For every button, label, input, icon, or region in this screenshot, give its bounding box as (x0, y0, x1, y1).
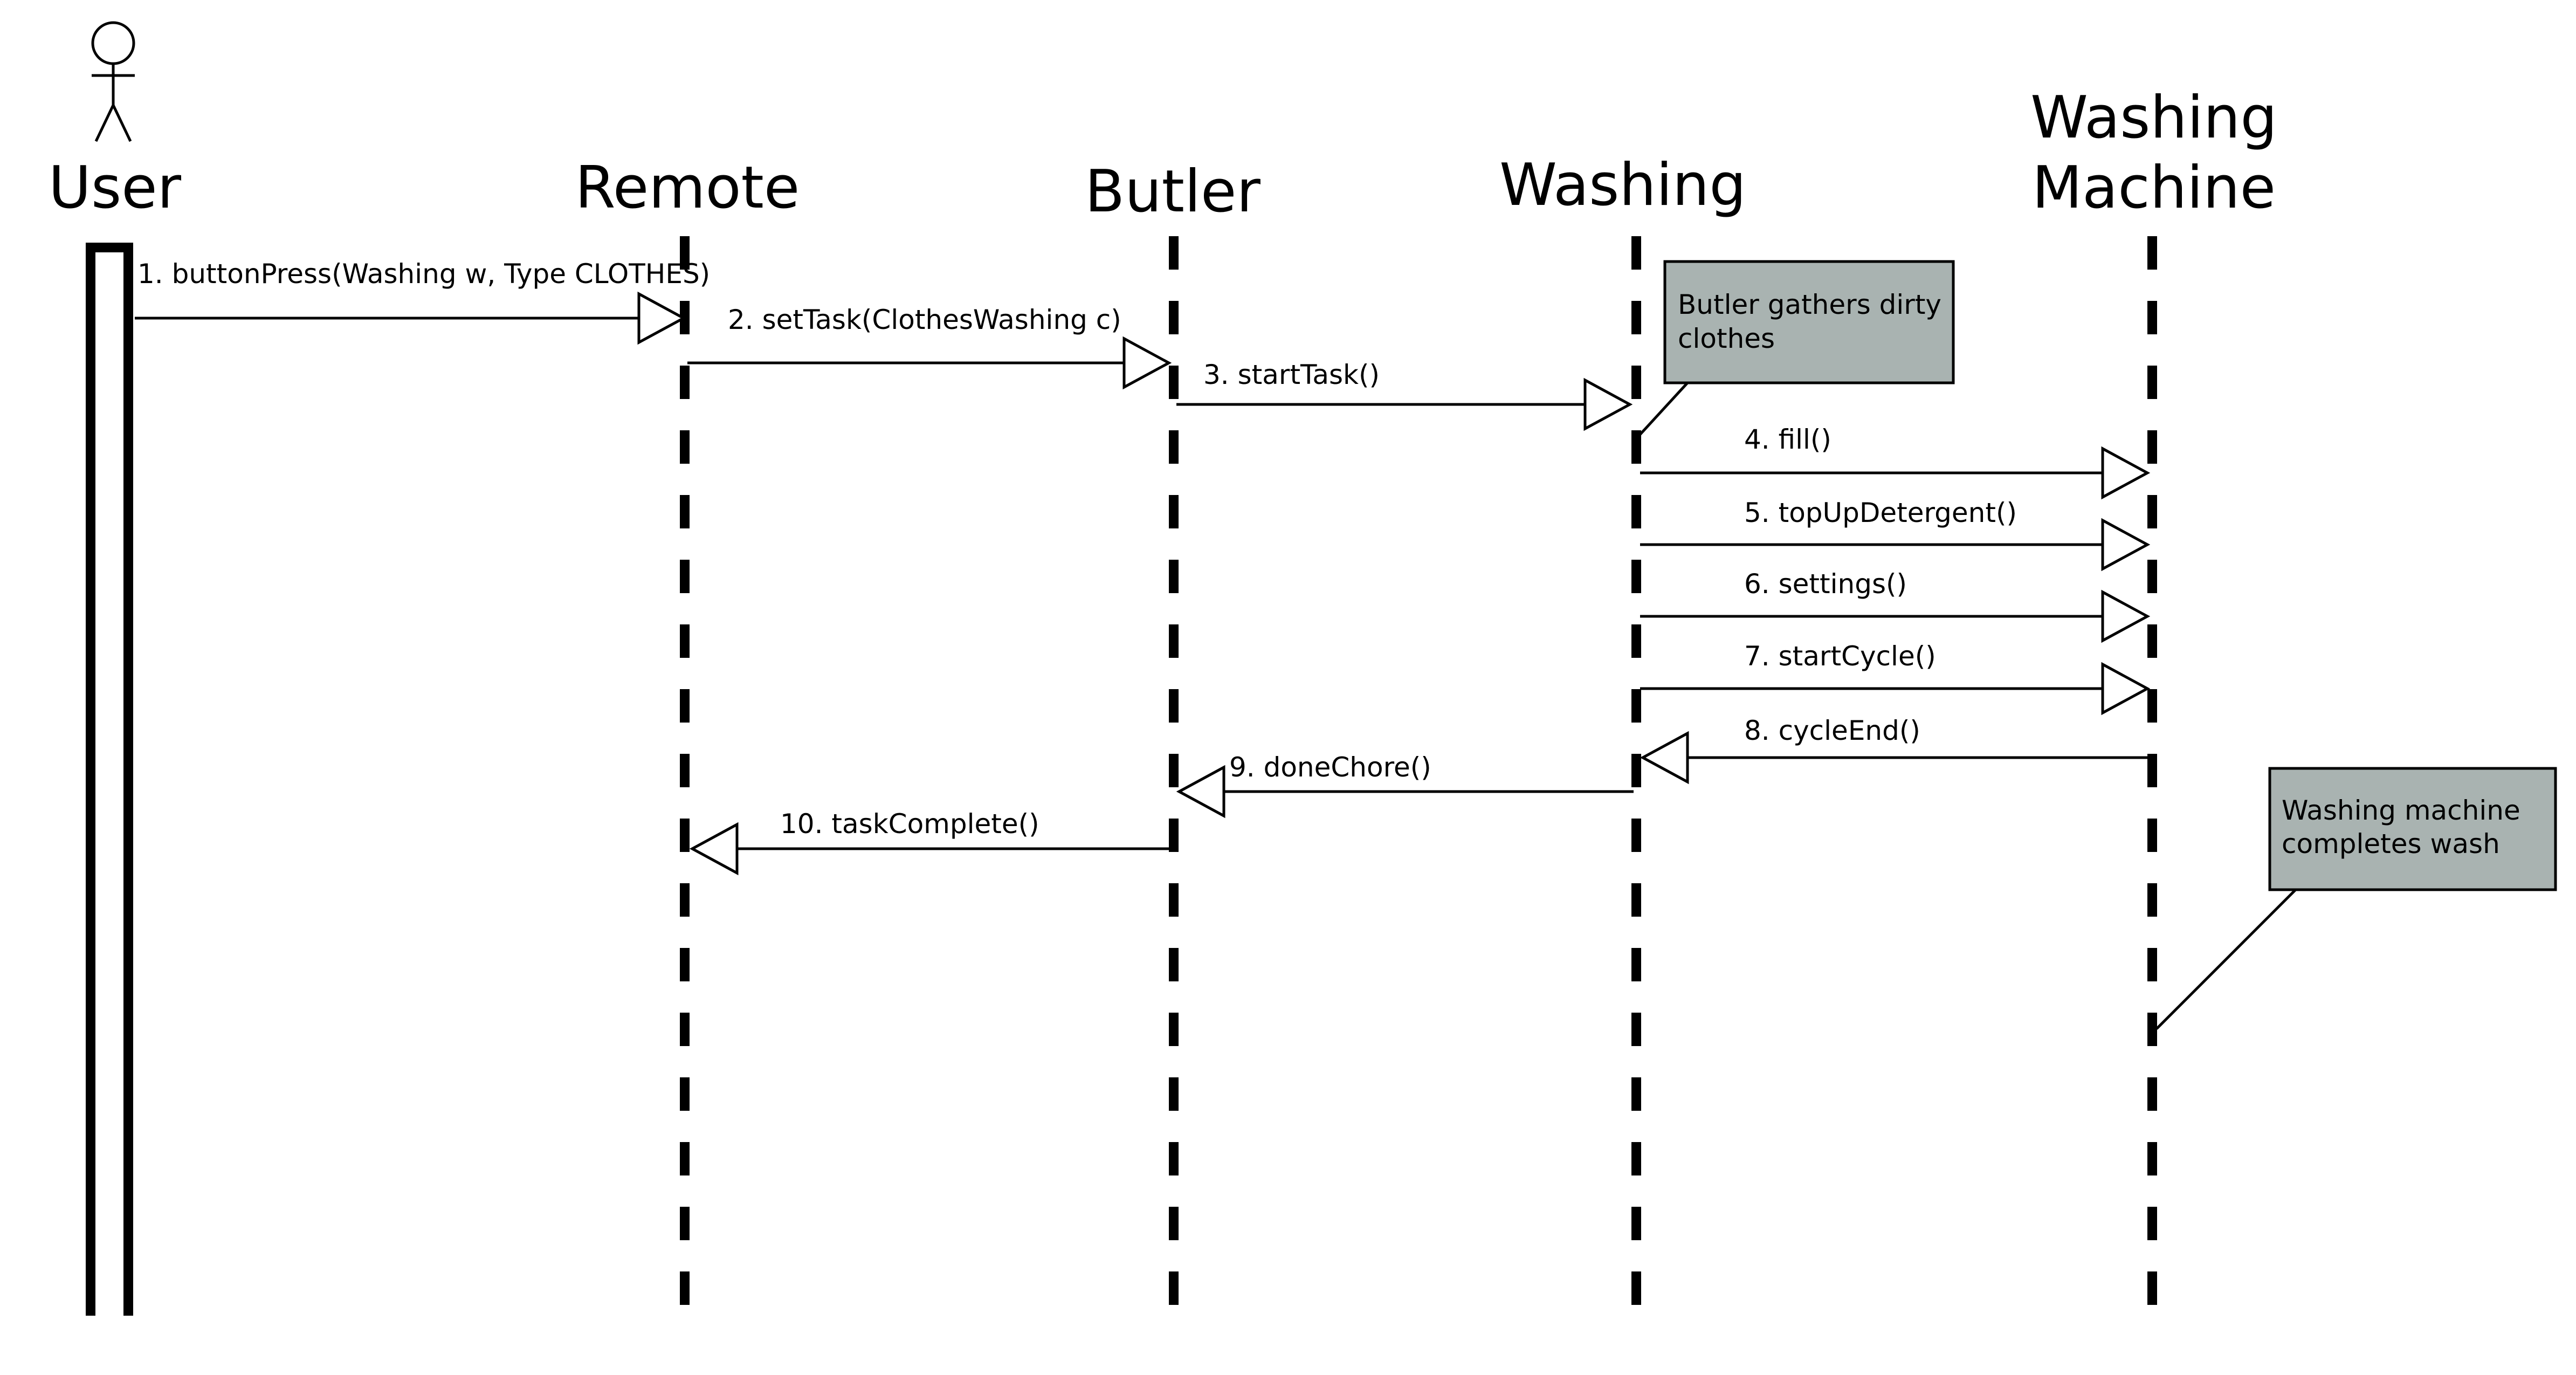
participant-washing-machine-line1: Washing (2030, 84, 2277, 152)
participant-washing: Washing (1499, 152, 1746, 219)
message-5 (1640, 518, 2151, 572)
message-7 (1640, 662, 2151, 716)
message-2 (687, 336, 1172, 390)
note-butler-gathers-line1: Butler gathers dirty (1678, 289, 1941, 320)
note-machine-completes: Washing machine completes wash (2155, 767, 2557, 1030)
note-butler-gathers-line2: clothes (1678, 323, 1775, 354)
participant-butler: Butler (1085, 158, 1261, 225)
message-1 (135, 291, 687, 345)
message-4 (1640, 446, 2151, 500)
user-actor-icon (91, 21, 135, 142)
message-2-label: 2. setTask(ClothesWashing c) (728, 304, 1121, 335)
note-machine-completes-line2: completes wash (2282, 828, 2500, 860)
message-4-label: 4. fill() (1744, 424, 1831, 455)
message-3 (1176, 377, 1633, 431)
message-8 (1640, 731, 2148, 785)
message-3-label: 3. startTask() (1203, 359, 1380, 390)
note-machine-completes-line1: Washing machine (2282, 795, 2520, 826)
participant-user: User (49, 154, 182, 222)
user-activation-bar (86, 243, 133, 1316)
message-6-label: 6. settings() (1744, 568, 1907, 600)
message-7-label: 7. startCycle() (1744, 641, 1936, 672)
note-butler-gathers: Butler gathers dirty clothes (1638, 260, 1955, 437)
message-9 (1176, 765, 1634, 819)
message-1-label: 1. buttonPress(Washing w, Type CLOTHES) (137, 258, 710, 290)
participant-remote: Remote (575, 154, 800, 222)
message-9-label: 9. doneChore() (1229, 752, 1431, 783)
message-8-label: 8. cycleEnd() (1744, 715, 1920, 746)
message-6 (1640, 589, 2151, 643)
message-10-label: 10. taskComplete() (780, 808, 1039, 840)
message-10 (689, 822, 1171, 876)
message-5-label: 5. topUpDetergent() (1744, 497, 2017, 528)
participant-washing-machine-line2: Machine (2032, 154, 2276, 222)
